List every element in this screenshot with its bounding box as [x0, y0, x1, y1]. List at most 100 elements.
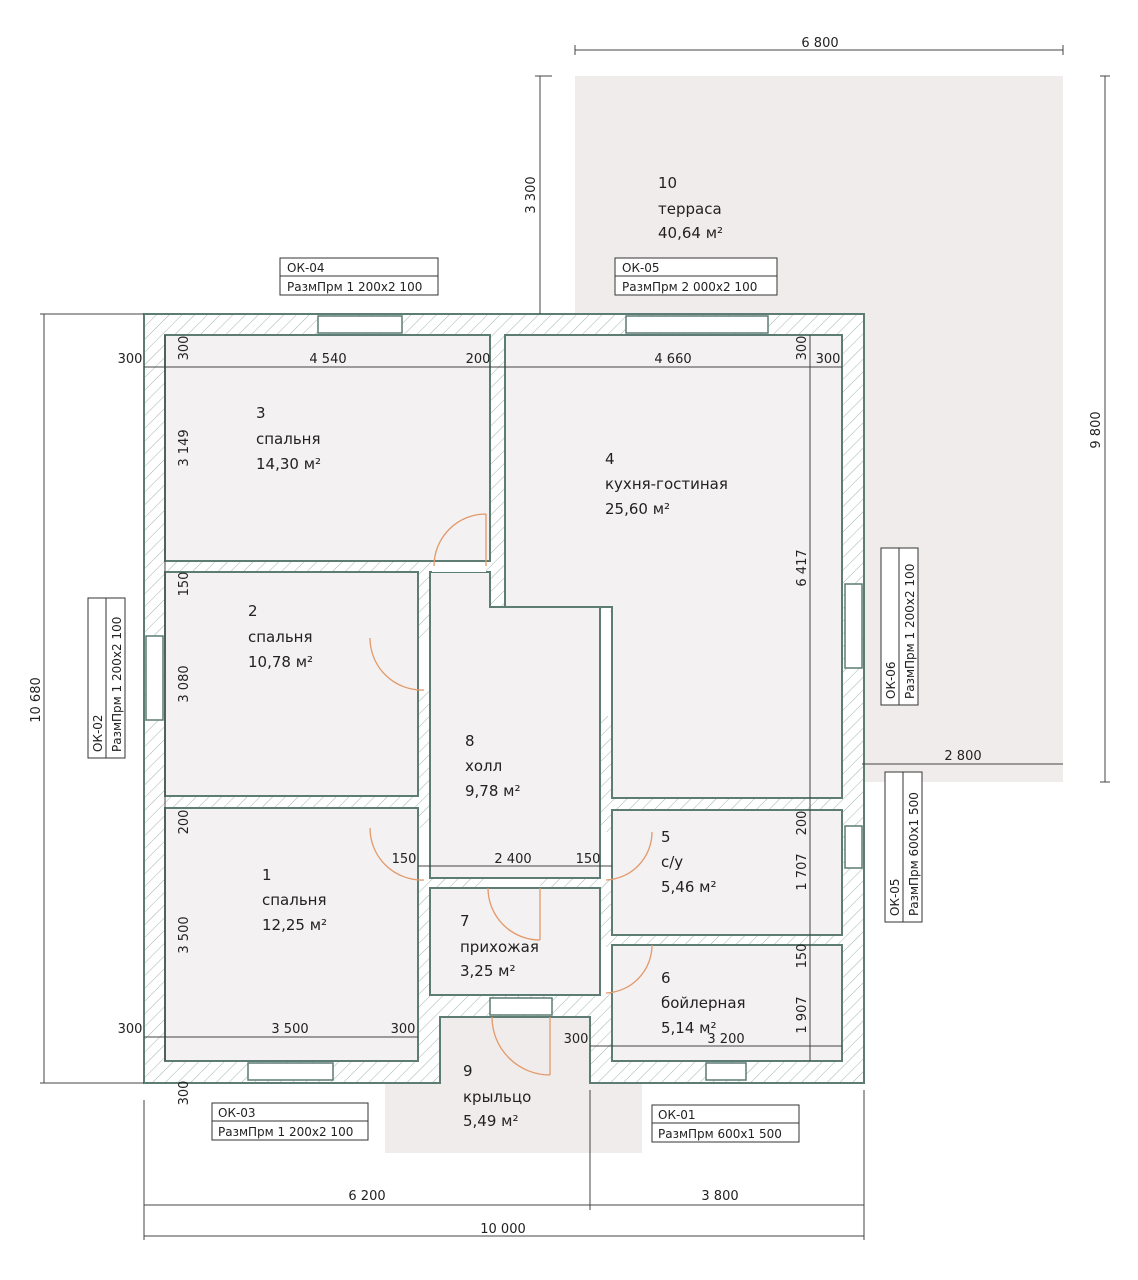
dim: 6 417: [795, 549, 810, 586]
dim: 3 080: [177, 665, 192, 702]
room-labels: 1 спальня 12,25 м² 2 спальня 10,78 м² 3 спаль…: [248, 174, 746, 1130]
svg-text:холл: холл: [465, 757, 502, 775]
dim: 300: [795, 336, 810, 361]
svg-text:12,25 м²: 12,25 м²: [262, 916, 327, 934]
dim-total-left: 10 680: [29, 677, 44, 723]
room-1-label: 1 спальня 12,25 м²: [262, 866, 327, 934]
dim: 300: [391, 1022, 416, 1037]
dim: 3 200: [707, 1032, 744, 1047]
room-7-floor: [429, 887, 601, 996]
windows: [145, 315, 863, 1081]
door-swings: [369, 513, 653, 1076]
dim: 300: [816, 352, 841, 367]
room-6-floor: [611, 944, 843, 1062]
room-4-label: 4 кухня-гостиная 25,60 м²: [605, 450, 728, 518]
room-1-floor: [164, 807, 419, 1062]
room-3-label: 3 спальня 14,30 м²: [256, 404, 321, 473]
room-7-label: 7 прихожая 3,25 м²: [460, 912, 539, 980]
svg-text:5,49 м²: 5,49 м²: [463, 1112, 519, 1130]
svg-text:спальня: спальня: [256, 430, 321, 448]
svg-text:7: 7: [460, 912, 470, 930]
room-10-label: 10 терраса 40,64 м²: [658, 174, 723, 242]
dim-bottom-left: 6 200: [348, 1189, 385, 1204]
dim: 3 149: [177, 429, 192, 466]
svg-text:1: 1: [262, 866, 272, 884]
svg-text:РазмПрм 600x1 500: РазмПрм 600x1 500: [907, 792, 921, 916]
svg-text:ОК-05: ОК-05: [622, 261, 660, 275]
room-2-label: 2 спальня 10,78 м²: [248, 602, 313, 671]
dim: 150: [392, 852, 417, 867]
svg-text:РазмПрм 2 000x2 100: РазмПрм 2 000x2 100: [622, 280, 757, 294]
room-8-floor: [429, 571, 601, 879]
svg-text:РазмПрм 1 200x2 100: РазмПрм 1 200x2 100: [218, 1125, 353, 1139]
svg-text:9,78 м²: 9,78 м²: [465, 782, 521, 800]
svg-text:РазмПрм 1 200x2 100: РазмПрм 1 200x2 100: [903, 564, 917, 699]
svg-text:спальня: спальня: [248, 628, 313, 646]
dim: 200: [177, 810, 192, 835]
dim: 300: [118, 352, 143, 367]
svg-text:кухня-гостиная: кухня-гостиная: [605, 475, 728, 493]
svg-text:ОК-05: ОК-05: [888, 878, 902, 916]
svg-text:10,78 м²: 10,78 м²: [248, 653, 313, 671]
svg-text:ОК-06: ОК-06: [884, 661, 898, 699]
dim: 200: [466, 352, 491, 367]
dim: 1 707: [795, 853, 810, 890]
dim: 300: [118, 1022, 143, 1037]
svg-text:14,30 м²: 14,30 м²: [256, 455, 321, 473]
svg-text:2: 2: [248, 602, 258, 620]
window-tag-ok06: ОК-06 РазмПрм 1 200x2 100: [880, 547, 919, 706]
dim: 3 500: [271, 1022, 308, 1037]
dim-terrace-depth: 3 300: [524, 176, 539, 213]
svg-text:ОК-01: ОК-01: [658, 1108, 696, 1122]
room-2-floor: [164, 571, 419, 797]
dim: 150: [795, 944, 810, 969]
svg-text:6: 6: [661, 969, 671, 987]
dim: 300: [564, 1032, 589, 1047]
room-9-label: 9 крыльцо 5,49 м²: [463, 1062, 531, 1130]
svg-text:спальня: спальня: [262, 891, 327, 909]
svg-text:терраса: терраса: [658, 200, 722, 218]
dim: 1 907: [795, 996, 810, 1033]
dim-terrace-ext: 2 800: [944, 749, 981, 764]
dim-total-right: 9 800: [1089, 411, 1104, 448]
svg-text:РазмПрм 600x1 500: РазмПрм 600x1 500: [658, 1127, 782, 1141]
svg-text:4: 4: [605, 450, 615, 468]
svg-text:9: 9: [463, 1062, 473, 1080]
dim: 2 400: [494, 852, 531, 867]
svg-text:3,25 м²: 3,25 м²: [460, 962, 516, 980]
room-3-floor: [164, 334, 491, 562]
svg-text:бойлерная: бойлерная: [661, 994, 746, 1012]
window-tag-ok02: ОК-02 РазмПрм 1 200x2 100: [87, 597, 126, 759]
dim: 150: [177, 572, 192, 597]
svg-text:8: 8: [465, 732, 475, 750]
dim: 200: [795, 811, 810, 836]
dim: 4 660: [654, 352, 691, 367]
room-8-label: 8 холл 9,78 м²: [465, 732, 521, 800]
svg-text:прихожая: прихожая: [460, 938, 539, 956]
svg-text:крыльцо: крыльцо: [463, 1088, 531, 1106]
room-5-floor: [611, 809, 843, 936]
svg-text:40,64 м²: 40,64 м²: [658, 224, 723, 242]
dimension-labels: 6 800 3 300 9 800 10 680 2 800 6 200 3 8…: [29, 36, 1104, 1237]
svg-text:ОК-03: ОК-03: [218, 1106, 256, 1120]
dim: 4 540: [309, 352, 346, 367]
svg-text:5: 5: [661, 828, 671, 846]
svg-text:ОК-02: ОК-02: [91, 714, 105, 752]
window-tag-ok05-right: ОК-05 РазмПрм 600x1 500: [884, 771, 923, 923]
dim: 3 500: [177, 916, 192, 953]
svg-text:ОК-04: ОК-04: [287, 261, 325, 275]
dim-bottom-right: 3 800: [701, 1189, 738, 1204]
dim: 150: [576, 852, 601, 867]
svg-text:25,60 м²: 25,60 м²: [605, 500, 670, 518]
svg-text:3: 3: [256, 404, 266, 422]
dim: 300: [177, 336, 192, 361]
dim-terrace-width: 6 800: [801, 36, 838, 51]
svg-text:РазмПрм 1 200x2 100: РазмПрм 1 200x2 100: [110, 617, 124, 752]
svg-text:10: 10: [658, 174, 677, 192]
door-openings: [419, 562, 611, 993]
